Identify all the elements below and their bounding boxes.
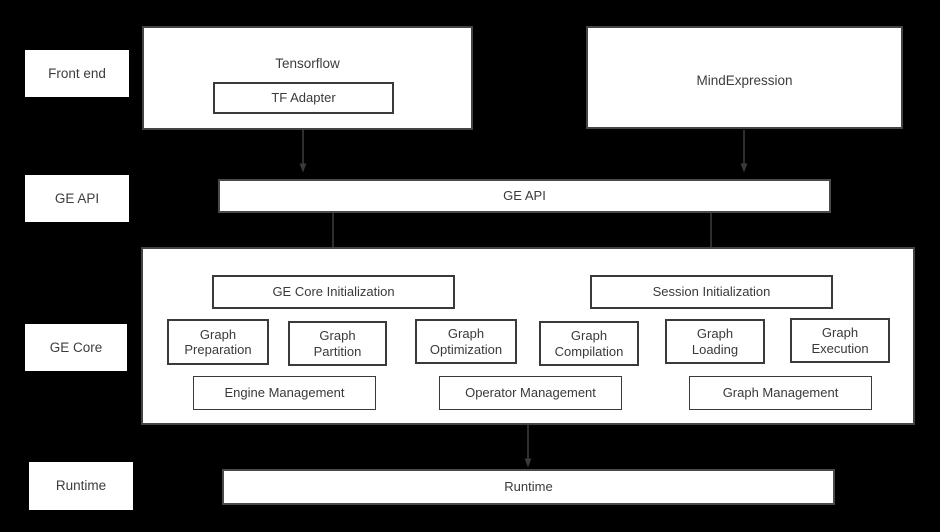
engine-management-label: Engine Management <box>224 385 345 401</box>
graph-partition-node[interactable]: Graph Partition <box>288 321 387 366</box>
graph-management-node[interactable]: Graph Management <box>689 376 872 410</box>
mindexpression-title: MindExpression <box>696 73 793 88</box>
tensorflow-container: Tensorflow <box>142 26 473 130</box>
graph-management-label: Graph Management <box>722 385 839 401</box>
tf-adapter-label: TF Adapter <box>271 90 336 106</box>
tier-label-ge-api: GE API <box>25 175 129 222</box>
tier-label-front-end: Front end <box>25 50 129 97</box>
graph-optimization-node[interactable]: Graph Optimization <box>415 319 517 364</box>
session-initialization-label: Session Initialization <box>652 284 771 300</box>
tier-label-front-end-text: Front end <box>48 65 106 81</box>
tier-label-ge-core-text: GE Core <box>49 339 103 355</box>
tier-label-runtime: Runtime <box>29 462 133 510</box>
ge-api-bar-label: GE API <box>503 188 546 204</box>
graph-preparation-label: Graph Preparation <box>184 326 252 357</box>
graph-optimization-label: Graph Optimization <box>429 326 503 357</box>
operator-management-node[interactable]: Operator Management <box>439 376 622 410</box>
operator-management-label: Operator Management <box>465 385 596 401</box>
graph-loading-label: Graph Loading <box>691 326 739 357</box>
mindexpression-container: MindExpression <box>586 26 903 129</box>
tf-adapter-node[interactable]: TF Adapter <box>213 82 394 114</box>
graph-compilation-node[interactable]: Graph Compilation <box>539 321 639 366</box>
ge-core-initialization-node[interactable]: GE Core Initialization <box>212 275 455 309</box>
tensorflow-title: Tensorflow <box>275 56 340 71</box>
runtime-bar-label: Runtime <box>504 479 553 495</box>
graph-loading-node[interactable]: Graph Loading <box>665 319 765 364</box>
tier-label-runtime-text: Runtime <box>55 478 107 494</box>
graph-compilation-label: Graph Compilation <box>554 328 624 359</box>
tier-label-ge-api-text: GE API <box>54 190 100 206</box>
graph-execution-label: Graph Execution <box>811 325 869 356</box>
tier-label-ge-core: GE Core <box>25 324 127 371</box>
graph-partition-label: Graph Partition <box>313 328 362 359</box>
session-initialization-node[interactable]: Session Initialization <box>590 275 833 309</box>
graph-preparation-node[interactable]: Graph Preparation <box>167 319 269 365</box>
runtime-bar[interactable]: Runtime <box>222 469 835 505</box>
graph-execution-node[interactable]: Graph Execution <box>790 318 890 363</box>
engine-management-node[interactable]: Engine Management <box>193 376 376 410</box>
ge-api-bar[interactable]: GE API <box>218 179 831 213</box>
ge-core-initialization-label: GE Core Initialization <box>272 284 395 300</box>
